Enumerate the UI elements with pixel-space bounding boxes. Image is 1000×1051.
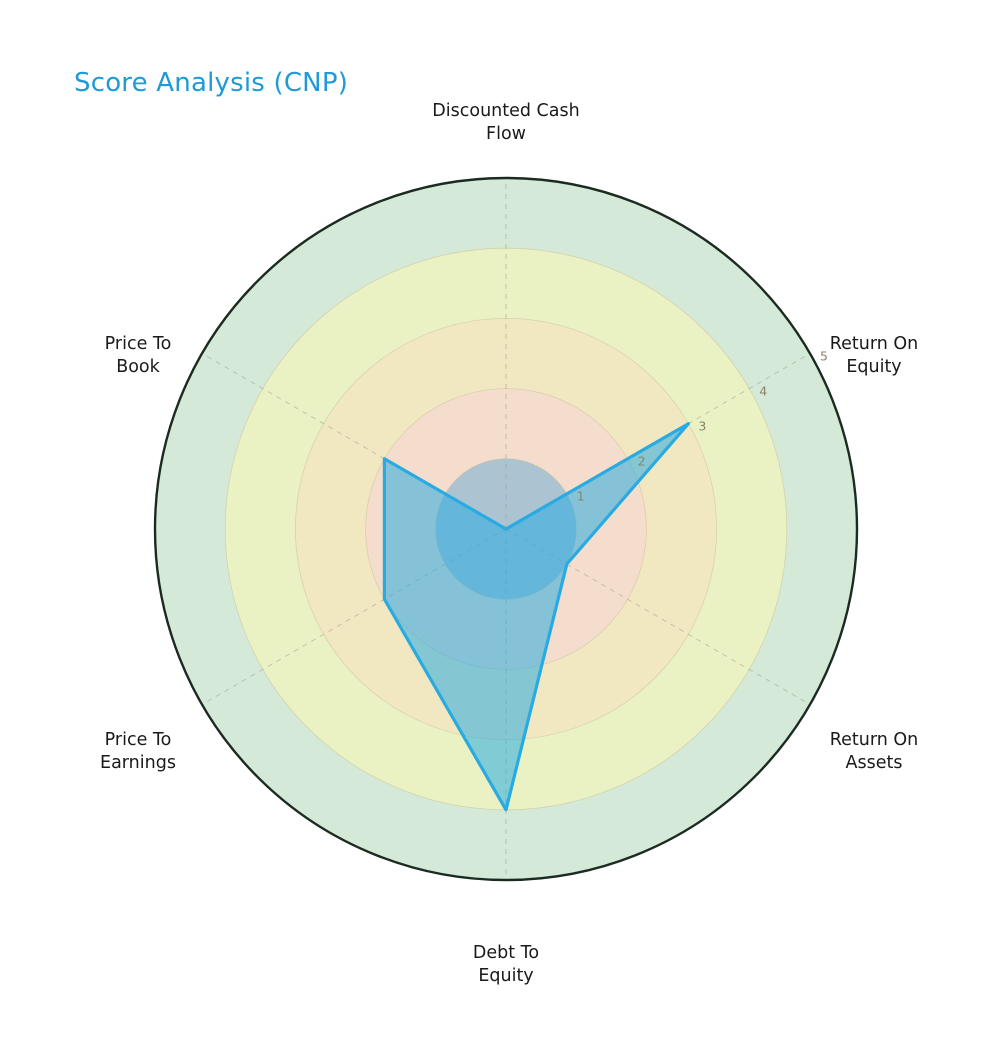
outer-ring (153, 176, 859, 882)
series-polygon-cnp (382, 422, 690, 812)
axis-spoke-4 (201, 528, 507, 705)
axis-spoke-1 (505, 353, 811, 530)
series-polygon-0 (382, 422, 690, 812)
axis-label-debt-to-equity: Debt To Equity (472, 943, 540, 987)
axis-label-discounted-cash-flow: Discounted Cash Flow (432, 101, 580, 145)
axis-label-price-to-earnings: Price To Earnings (100, 730, 176, 774)
page-title: Score Analysis (CNP) (74, 68, 349, 98)
outer-ring-outline (153, 176, 859, 882)
axis-label-price-to-book: Price To Book (104, 334, 172, 378)
axis-spoke-2 (505, 528, 811, 705)
axis-spoke-5 (201, 353, 507, 530)
axis-label-return-on-equity: Return On Equity (829, 334, 919, 378)
axis-label-return-on-assets: Return On Assets (829, 730, 919, 774)
grid-lines (201, 178, 811, 880)
